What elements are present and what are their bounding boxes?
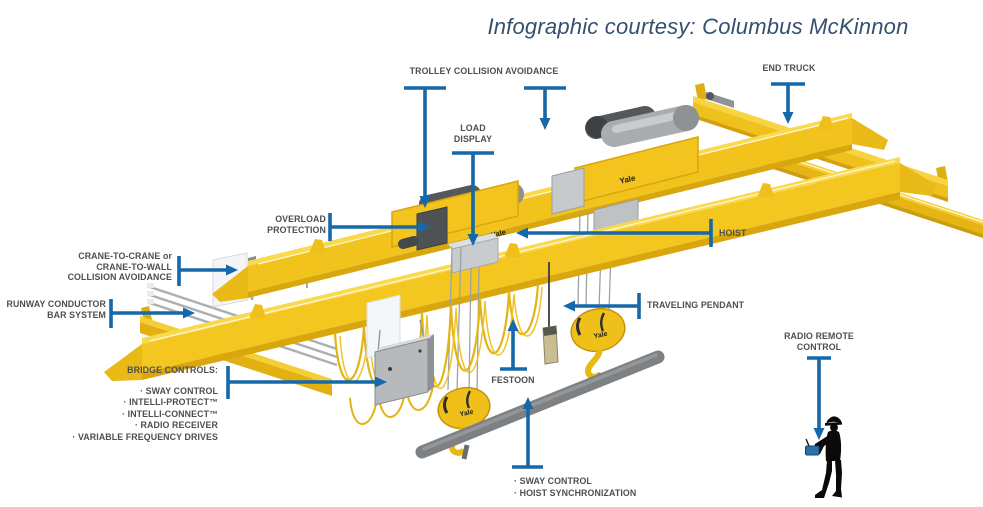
- radio-remote-device: [805, 445, 820, 456]
- label-trolley-collision-avoidance: TROLLEY COLLISION AVOIDANCE: [409, 66, 559, 76]
- label-load-display: LOAD DISPLAY: [453, 123, 493, 144]
- label-traveling-pendant: TRAVELING PENDANT: [647, 300, 745, 310]
- bridge-controls-item: · RADIO RECEIVER: [134, 420, 218, 430]
- arrow-hoist: [516, 219, 713, 247]
- label-sway-hoist-sync: · SWAY CONTROL · HOIST SYNCHRONIZATION: [514, 476, 664, 499]
- arrow-end-truck: [771, 82, 805, 124]
- sway-sync-item: · SWAY CONTROL: [514, 476, 592, 486]
- arrow-bridge-controls: [226, 366, 387, 399]
- arrow-traveling-pendant: [563, 293, 641, 319]
- arrow-crane-collision: [177, 256, 238, 286]
- label-bridge-controls: BRIDGE CONTROLS: · SWAY CONTROL · INTELL…: [30, 365, 218, 443]
- infographic-credit: Infographic courtesy: Columbus McKinnon: [487, 14, 909, 39]
- arrow-overload-protection: [328, 213, 430, 241]
- bridge-controls-item: · INTELLI-PROTECT™: [123, 397, 218, 407]
- bridge-controls-heading: BRIDGE CONTROLS:: [127, 365, 218, 375]
- arrow-load-display: [452, 151, 494, 246]
- sway-sync-item: · HOIST SYNCHRONIZATION: [514, 487, 637, 498]
- label-end-truck: END TRUCK: [762, 63, 816, 73]
- label-radio-remote-control: RADIO REMOTE CONTROL: [784, 331, 854, 352]
- label-crane-collision-avoidance: CRANE-TO-CRANE or CRANE-TO-WALL COLLISIO…: [67, 251, 172, 283]
- arrow-sway-sync: [512, 397, 543, 469]
- arrow-radio-remote: [807, 356, 831, 440]
- festoon-cables: [333, 283, 543, 425]
- yale-logo-trolley-upper: Yale: [619, 173, 637, 185]
- traveling-pendant-device: [542, 262, 559, 365]
- bridge-controls-item: · VARIABLE FREQUENCY DRIVES: [72, 431, 218, 442]
- hoist-trolley-lower: Yale: [391, 180, 524, 393]
- label-runway-conductor: RUNWAY CONDUCTOR BAR SYSTEM: [6, 299, 106, 320]
- arrow-trolley-collision-left: [404, 86, 446, 208]
- arrow-runway-conductor: [109, 299, 195, 328]
- arrow-festoon: [500, 319, 527, 371]
- label-festoon: FESTOON: [491, 375, 535, 385]
- label-hoist: HOIST: [719, 228, 747, 238]
- hoist-trolley-upper: Yale: [551, 105, 699, 311]
- callout-arrows: [109, 82, 831, 469]
- label-overload-protection: OVERLOAD PROTECTION: [267, 214, 326, 235]
- load-bar: [415, 350, 665, 459]
- yale-logo-hook-left: Yale: [459, 409, 474, 419]
- bridge-controls-box: [366, 294, 434, 406]
- bridge-controls-item: · INTELLI-CONNECT™: [122, 408, 218, 419]
- yale-logo-hook-right: Yale: [593, 331, 608, 341]
- bridge-controls-item: · SWAY CONTROL: [140, 385, 218, 396]
- arrow-trolley-collision-right: [524, 86, 566, 130]
- worker-figure: [805, 416, 842, 498]
